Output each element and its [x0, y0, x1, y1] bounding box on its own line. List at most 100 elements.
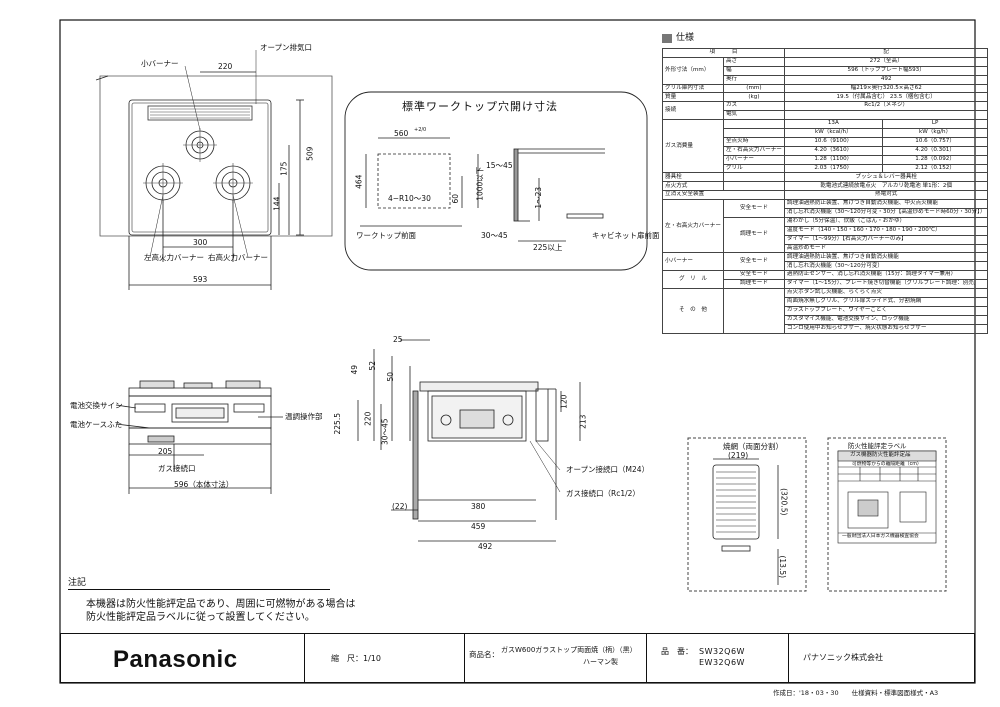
spec-cell: 調理モード — [722, 279, 785, 290]
spec-cell: 調理油過熱防止装置、焦げつき自動消火機能 — [783, 252, 989, 263]
table-row: 項 目記 — [662, 48, 989, 58]
cabinet-front-label: キャビネット扉前面 — [592, 231, 660, 240]
dim-509: 509 — [305, 146, 315, 161]
note-title: 注記 — [68, 578, 87, 588]
small-burner-label: 小バーナー — [141, 59, 179, 68]
spec-cell: LP — [881, 119, 989, 130]
right-burner-label: 右高火力バーナー — [208, 253, 268, 262]
dim-175: 175 — [279, 161, 289, 176]
dim-144: 144 — [272, 196, 282, 211]
table-row: 立消え安全装置熱電対式 — [662, 190, 989, 201]
title-block: Panasonic 縮 尺： 1/10 商品名： ガスW600ガラストップ両面焼… — [60, 633, 975, 683]
table-row: 器具栓プッシュ＆レバー器具栓 — [662, 172, 989, 183]
spec-cell: 高さ — [722, 56, 785, 67]
table-row: 質量(kg)19.5（付属品含む） 23.5（梱包含む） — [662, 92, 989, 103]
spec-cell: 高温炒めモード — [783, 243, 989, 254]
company-name: パナソニック株式会社 — [803, 653, 883, 662]
spec-cell: 全点火時 — [722, 136, 785, 147]
label-fig-sub: 可燃物等からの離隔距離（cm） — [852, 462, 922, 467]
dim-1000: 1000以下 — [475, 166, 485, 201]
note-line-2: 防火性能評定品ラベルに従って設置してください。 — [86, 612, 315, 623]
footer-note: 作成日：'18・03・30 仕様資料・標準図面様式・A3 — [773, 689, 939, 697]
spec-cell: 19.5（付属品含む） 23.5（梱包含む） — [783, 92, 989, 103]
sheet-border — [59, 19, 976, 684]
spec-cell: 点火方式 — [662, 181, 724, 192]
worktop-frame — [344, 91, 648, 271]
spec-cell: 10.6（0.757） — [881, 136, 989, 147]
dim-492: 492 — [478, 542, 493, 551]
table-row: グリル庫内寸法(mm)幅219×奥行320.5×高さ62 — [662, 83, 989, 94]
spec-cell: 1.28（1100） — [783, 154, 883, 165]
dim-30-45-side: 30～45 — [380, 418, 390, 446]
note-line-1: 本機器は防火性能評定品であり、周囲に可燃物がある場合は — [86, 599, 356, 610]
spec-cell: 左・右高火力バーナー — [662, 199, 724, 254]
dim-49: 49 — [350, 364, 360, 375]
dim-596: 596（本体寸法） — [174, 480, 234, 489]
spec-cell: 過熱防止センサー、消し忘れ消火機能（15分：調理タイマー兼用） — [783, 270, 989, 281]
spec-cell: グ リ ル — [662, 270, 724, 290]
spec-cell: タイマー（1～99分）【右高火力バーナーのみ】 — [783, 234, 989, 245]
dim-25: 25 — [393, 335, 403, 344]
spec-cell: 調理モード — [722, 216, 785, 254]
label-figure-drawing — [837, 450, 937, 544]
dim-464: 464 — [354, 174, 364, 189]
top-view — [95, 50, 333, 290]
dim-15-45: 15～45 — [486, 161, 513, 170]
company-cell: パナソニック株式会社 — [788, 634, 974, 682]
dim-300: 300 — [193, 238, 208, 247]
spec-title: 仕様 — [676, 33, 695, 43]
dim-205: 205 — [158, 447, 173, 456]
spec-cell: 湯わかし（5分保温）、炊飯（ごはん・おかゆ） — [783, 216, 989, 227]
spec-cell: ガラストッププレート、ワイヤーごとく — [783, 305, 989, 316]
spec-cell: (kg) — [722, 92, 785, 103]
grill-net-drawing — [712, 458, 779, 585]
spec-cell: 調理油過熱防止装置、焦げつき自動消火機能、中火点火機能 — [783, 199, 989, 210]
battery-case-label: 電池ケースふた — [70, 420, 123, 429]
table-row: 点火方式 乾電池式連続放電点火 アルカリ乾電池 単1形：2個 — [662, 181, 989, 192]
table-row: グ リ ル安全モード過熱防止センサー、消し忘れ消火機能（15分：調理タイマー兼用… — [662, 270, 989, 290]
spec-cell: 立消え安全装置 — [662, 190, 785, 201]
dim-593: 593 — [193, 275, 208, 284]
worktop-drawing — [360, 137, 605, 242]
spec-cell: 熱電対式 — [783, 190, 989, 201]
dim-50: 50 — [386, 371, 396, 382]
spec-cell: 左・右高火力バーナー — [722, 145, 785, 156]
spec-cell: 1.28（0.092） — [881, 154, 989, 165]
spec-cell: 4.20（0.301） — [881, 145, 989, 156]
dim-220-side: 220 — [363, 411, 373, 426]
product-label: 商品名： — [469, 650, 499, 659]
spec-cell: 点火ボタン試し火機能、らくらく点火 — [783, 288, 989, 298]
dim-320-5: (320.5) — [779, 488, 789, 516]
scale-value: 1/10 — [363, 654, 381, 663]
spec-cell: カスタマイズ機能、電池交換サイン、ロック機能 — [783, 314, 989, 325]
spec-cell: ガス — [722, 101, 785, 112]
dim-560: 560 — [394, 129, 409, 138]
model-label: 品 番： — [661, 647, 693, 656]
dim-225: 225以上 — [533, 243, 563, 252]
dim-13-5: (13.5) — [778, 555, 788, 579]
spec-cell: 電気 — [722, 110, 785, 121]
dim-459: 459 — [471, 522, 486, 531]
spec-cell: kW（kg/h） — [881, 128, 989, 138]
spec-cell: 2.12（0.152） — [881, 163, 989, 174]
dim-219: (219) — [728, 451, 749, 460]
oven-exhaust-label: オープン排気口 — [260, 43, 313, 52]
spec-cell: 幅219×奥行320.5×高さ62 — [783, 83, 989, 94]
spec-cell: 乾電池式連続放電点火 アルカリ乾電池 単1形：2個 — [783, 181, 989, 192]
product-cell: 商品名： ガスW600ガラストップ両面焼（柄）（黒） ハーマン製 — [464, 634, 646, 682]
spec-cell: グリル庫内寸法 — [662, 83, 724, 94]
spec-cell: グリル — [722, 163, 785, 174]
gas-rc-label: ガス接続口（Rc1/2） — [566, 489, 640, 498]
model-2: EW32Q6W — [699, 658, 745, 667]
grill-net-title: 焼網（両面分割） — [723, 442, 783, 451]
dim-22: (22) — [392, 502, 408, 511]
gas-inlet-label: ガス接続口 — [158, 464, 196, 473]
table-row: 左・右高火力バーナー安全モード調理油過熱防止装置、焦げつき自動消火機能、中火点火… — [662, 199, 989, 254]
spec-cell: 消し忘れ消火機能（30～120分可変） — [783, 261, 989, 272]
spec-cell: Rc1/2（メネジ） — [783, 101, 989, 112]
spec-dims-label: 外形寸法（mm） — [662, 56, 724, 85]
